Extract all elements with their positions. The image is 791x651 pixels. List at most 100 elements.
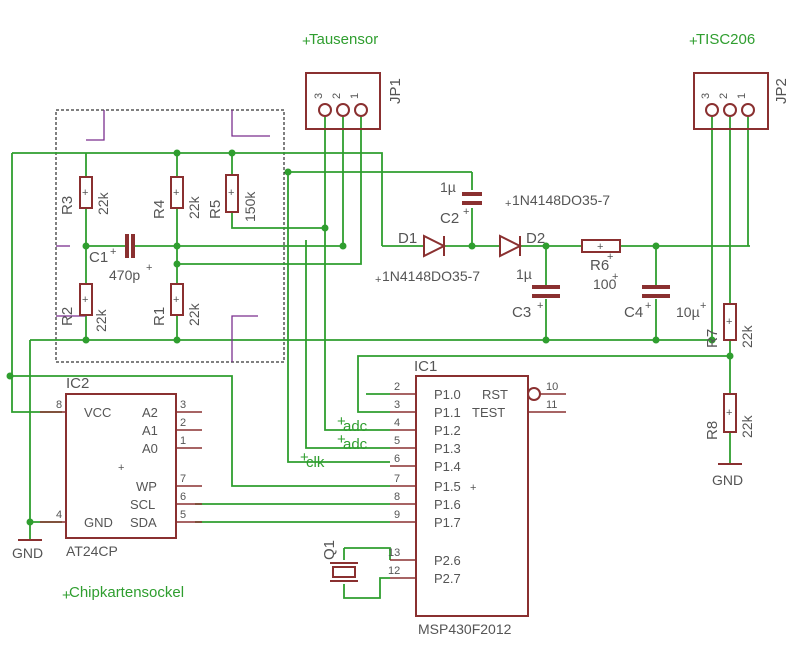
sensor-board-outline [55, 109, 285, 363]
svg-text:R2: R2 [59, 307, 76, 326]
resistor-r8: + R8 22k [704, 393, 755, 440]
resistor-r7: + R7 22k [704, 303, 755, 348]
svg-text:+: + [173, 187, 179, 199]
resistor-r4: + R4 22k [151, 176, 202, 219]
svg-text:5: 5 [394, 435, 400, 447]
svg-text:P1.7: P1.7 [434, 515, 461, 530]
svg-text:1N4148DO35-7: 1N4148DO35-7 [382, 268, 480, 284]
svg-text:clk: clk [306, 454, 325, 471]
svg-text:A1: A1 [142, 423, 158, 438]
svg-text:RST: RST [482, 387, 508, 402]
svg-text:R1: R1 [151, 307, 168, 326]
svg-text:+: + [689, 33, 698, 50]
svg-text:+: + [700, 300, 706, 312]
svg-text:R8: R8 [704, 421, 721, 440]
svg-text:R5: R5 [207, 200, 224, 219]
svg-text:TISC206: TISC206 [696, 31, 755, 48]
label-tausensor: + Tausensor [302, 31, 378, 50]
jp1-name: JP1 [387, 78, 404, 104]
jp2-pin-1: 1 [736, 93, 748, 99]
svg-text:P1.3: P1.3 [434, 441, 461, 456]
svg-text:100: 100 [593, 276, 617, 292]
svg-text:6: 6 [394, 453, 400, 465]
gnd-symbol-left: GND [12, 539, 43, 561]
capacitor-c4: C4 + 10µ + [624, 285, 706, 321]
svg-text:+: + [228, 187, 234, 199]
svg-text:6: 6 [180, 491, 186, 503]
svg-text:C4: C4 [624, 304, 643, 321]
svg-text:+: + [118, 462, 124, 474]
svg-text:+: + [726, 316, 732, 328]
svg-text:8: 8 [394, 491, 400, 503]
svg-text:+: + [62, 587, 71, 604]
svg-text:adc: adc [343, 436, 368, 453]
ic1-msp430: IC1 MSP430F2012 + 2 3 4 5 6 7 8 9 13 12 … [366, 358, 566, 637]
svg-text:R3: R3 [59, 196, 76, 215]
svg-text:P2.7: P2.7 [434, 571, 461, 586]
svg-text:1µ: 1µ [440, 179, 456, 195]
svg-text:10µ: 10µ [676, 304, 700, 320]
svg-text:1N4148DO35-7: 1N4148DO35-7 [512, 192, 610, 208]
svg-text:+: + [726, 407, 732, 419]
svg-text:+: + [463, 206, 469, 218]
svg-text:150k: 150k [242, 191, 258, 222]
label-tisc206: + TISC206 [689, 31, 755, 50]
svg-text:adc: adc [343, 418, 368, 435]
capacitor-c2: 1µ C2 + [440, 179, 482, 227]
net-labels: + adc + adc + clk [300, 413, 368, 471]
jp1-pin-3: 3 [313, 93, 325, 99]
connector-jp1: 3 2 1 JP1 [305, 72, 404, 130]
svg-text:3: 3 [180, 399, 186, 411]
diode-d1: D1 + 1N4148DO35-7 [375, 230, 480, 286]
svg-text:22k: 22k [186, 302, 202, 326]
svg-text:13: 13 [388, 547, 400, 559]
svg-text:+: + [612, 271, 618, 283]
jp2-pin-2: 2 [718, 93, 730, 99]
svg-text:+: + [337, 413, 346, 430]
svg-text:2: 2 [180, 417, 186, 429]
svg-text:D2: D2 [526, 230, 545, 247]
svg-text:+: + [375, 274, 381, 286]
svg-text:A2: A2 [142, 405, 158, 420]
svg-text:GND: GND [712, 472, 743, 488]
resistor-r6: + R6 + 100 + [581, 239, 621, 292]
svg-text:2: 2 [394, 381, 400, 393]
ic1-part: MSP430F2012 [418, 621, 512, 637]
wires [10, 117, 750, 599]
svg-text:+: + [302, 33, 311, 50]
svg-text:11: 11 [546, 399, 557, 411]
svg-text:12: 12 [388, 565, 400, 577]
junctions [6, 149, 734, 526]
svg-text:C3: C3 [512, 304, 531, 321]
board-traces [56, 110, 270, 362]
jp2-pin-3: 3 [700, 93, 712, 99]
svg-text:C2: C2 [440, 210, 459, 227]
quartz-q1: Q1 [321, 540, 358, 582]
svg-text:+: + [505, 198, 511, 210]
svg-text:Chipkartensockel: Chipkartensockel [69, 584, 184, 601]
jp1-pin-2: 2 [331, 93, 343, 99]
svg-text:+: + [110, 246, 116, 258]
ic2-at24cp: IC2 AT24CP + 8 4 VCC GND 3 2 1 7 6 5 A2 … [40, 375, 202, 559]
svg-text:GND: GND [12, 545, 43, 561]
svg-text:+: + [82, 187, 88, 199]
svg-text:+: + [597, 241, 603, 253]
resistor-r1: + R1 22k [151, 283, 202, 326]
svg-text:VCC: VCC [84, 405, 111, 420]
jp1-pin-1: 1 [349, 93, 361, 99]
svg-text:+: + [537, 300, 543, 312]
svg-text:5: 5 [180, 509, 186, 521]
svg-text:+: + [470, 482, 476, 494]
jp2-name: JP2 [773, 78, 790, 104]
svg-text:TEST: TEST [472, 405, 505, 420]
svg-text:C1: C1 [89, 249, 108, 266]
capacitor-c1: C1 + 470p + [89, 234, 152, 283]
resistor-r5: + R5 150k [207, 174, 258, 222]
svg-text:8: 8 [56, 399, 62, 411]
ic2-name: IC2 [66, 375, 89, 392]
svg-text:7: 7 [394, 473, 400, 485]
svg-text:Q1: Q1 [321, 540, 338, 560]
svg-text:+: + [645, 300, 651, 312]
svg-text:D1: D1 [398, 230, 417, 247]
